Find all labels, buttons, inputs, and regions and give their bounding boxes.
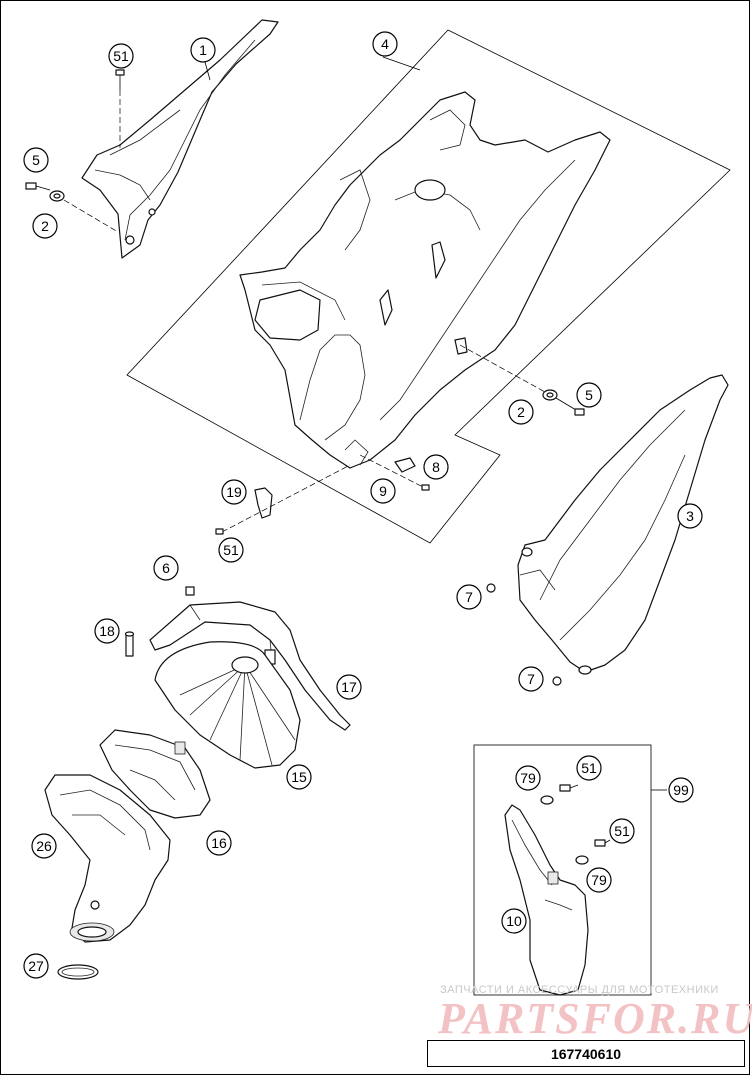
callout-5-left-label: 5 bbox=[32, 152, 40, 168]
callout-6: 6 bbox=[153, 555, 179, 581]
callout-3-label: 3 bbox=[686, 508, 694, 524]
kit-group-outline bbox=[473, 744, 652, 996]
callout-2-right: 2 bbox=[508, 399, 534, 425]
callout-79-lower: 79 bbox=[586, 867, 612, 893]
callout-26-label: 26 bbox=[36, 838, 52, 854]
callout-16-label: 16 bbox=[211, 835, 227, 851]
callout-51-kit-upper: 51 bbox=[576, 755, 602, 781]
callout-3: 3 bbox=[677, 503, 703, 529]
callout-99: 99 bbox=[668, 777, 694, 803]
callout-27-label: 27 bbox=[28, 958, 44, 974]
callout-17: 17 bbox=[336, 674, 362, 700]
callout-15-label: 15 bbox=[291, 769, 307, 785]
callout-8-label: 8 bbox=[432, 459, 440, 475]
callout-2-left: 2 bbox=[32, 213, 58, 239]
callout-4-label: 4 bbox=[381, 36, 389, 52]
part-26-intake-boot bbox=[44, 774, 171, 943]
callout-5-right-label: 5 bbox=[585, 387, 593, 403]
callout-5-right: 5 bbox=[576, 382, 602, 408]
callout-79-lower-label: 79 bbox=[591, 872, 607, 888]
callout-19: 19 bbox=[221, 479, 247, 505]
callout-18-label: 18 bbox=[99, 623, 115, 639]
callout-19-label: 19 bbox=[226, 484, 242, 500]
callout-51-kit-lower: 51 bbox=[609, 818, 635, 844]
part-4-airbox bbox=[239, 91, 611, 469]
callout-2-right-label: 2 bbox=[517, 404, 525, 420]
kit-hardware bbox=[540, 784, 611, 865]
screw-51-top bbox=[115, 69, 125, 148]
callout-8: 8 bbox=[423, 454, 449, 480]
callout-2-left-label: 2 bbox=[41, 218, 49, 234]
part-10-snorkel bbox=[504, 804, 589, 996]
part-16-filter-holder bbox=[99, 729, 211, 819]
screws-7 bbox=[486, 583, 562, 686]
part-17-filter-cage bbox=[149, 586, 351, 731]
callout-10: 10 bbox=[501, 908, 527, 934]
callout-6-label: 6 bbox=[162, 560, 170, 576]
clip-8-nut-9 bbox=[359, 454, 430, 491]
callout-1-label: 1 bbox=[199, 42, 207, 58]
callout-27: 27 bbox=[23, 953, 49, 979]
callout-99-label: 99 bbox=[673, 782, 689, 798]
callout-51-kit-upper-label: 51 bbox=[581, 760, 597, 776]
callout-9-label: 9 bbox=[379, 483, 387, 499]
drawing-number: 167740610 bbox=[427, 1040, 745, 1067]
callout-26: 26 bbox=[31, 833, 57, 859]
part-27-clamp bbox=[57, 964, 99, 980]
callout-9: 9 bbox=[370, 478, 396, 504]
callout-7-upper-label: 7 bbox=[465, 589, 473, 605]
callout-10-label: 10 bbox=[506, 913, 522, 929]
callout-5-left: 5 bbox=[23, 147, 49, 173]
watermark-caption: ЗАПЧАСТИ И АКСЕССУАРЫ ДЛЯ МОТОТЕХНИКИ bbox=[440, 984, 719, 996]
callout-7-lower-label: 7 bbox=[527, 671, 535, 687]
callout-79-upper: 79 bbox=[515, 765, 541, 791]
screw-5-washer-2-left bbox=[25, 182, 119, 233]
callout-51-mid-label: 51 bbox=[223, 542, 239, 558]
callout-79-upper-label: 79 bbox=[520, 770, 536, 786]
part-1-left-cover bbox=[81, 19, 279, 259]
callout-7-lower: 7 bbox=[518, 666, 544, 692]
screw-5-washer-2-right bbox=[459, 344, 585, 416]
callout-51-mid: 51 bbox=[218, 537, 244, 563]
part-3-right-cover bbox=[517, 374, 729, 675]
callout-15: 15 bbox=[286, 764, 312, 790]
part-18-pin bbox=[124, 631, 135, 657]
callout-17-label: 17 bbox=[341, 679, 357, 695]
callout-7-upper: 7 bbox=[456, 584, 482, 610]
callout-18: 18 bbox=[94, 618, 120, 644]
callout-1: 1 bbox=[190, 37, 216, 63]
watermark-logo: PARTSFOR.RU bbox=[438, 994, 752, 1043]
callout-51-top-label: 51 bbox=[113, 48, 129, 64]
callout-51-top: 51 bbox=[108, 43, 134, 69]
callout-4: 4 bbox=[372, 31, 398, 57]
part-15-air-filter bbox=[154, 641, 301, 769]
callout-51-kit-lower-label: 51 bbox=[614, 823, 630, 839]
callout-16: 16 bbox=[206, 830, 232, 856]
bracket-19-screw-51 bbox=[215, 464, 351, 535]
airbox-group-outline bbox=[126, 29, 731, 544]
